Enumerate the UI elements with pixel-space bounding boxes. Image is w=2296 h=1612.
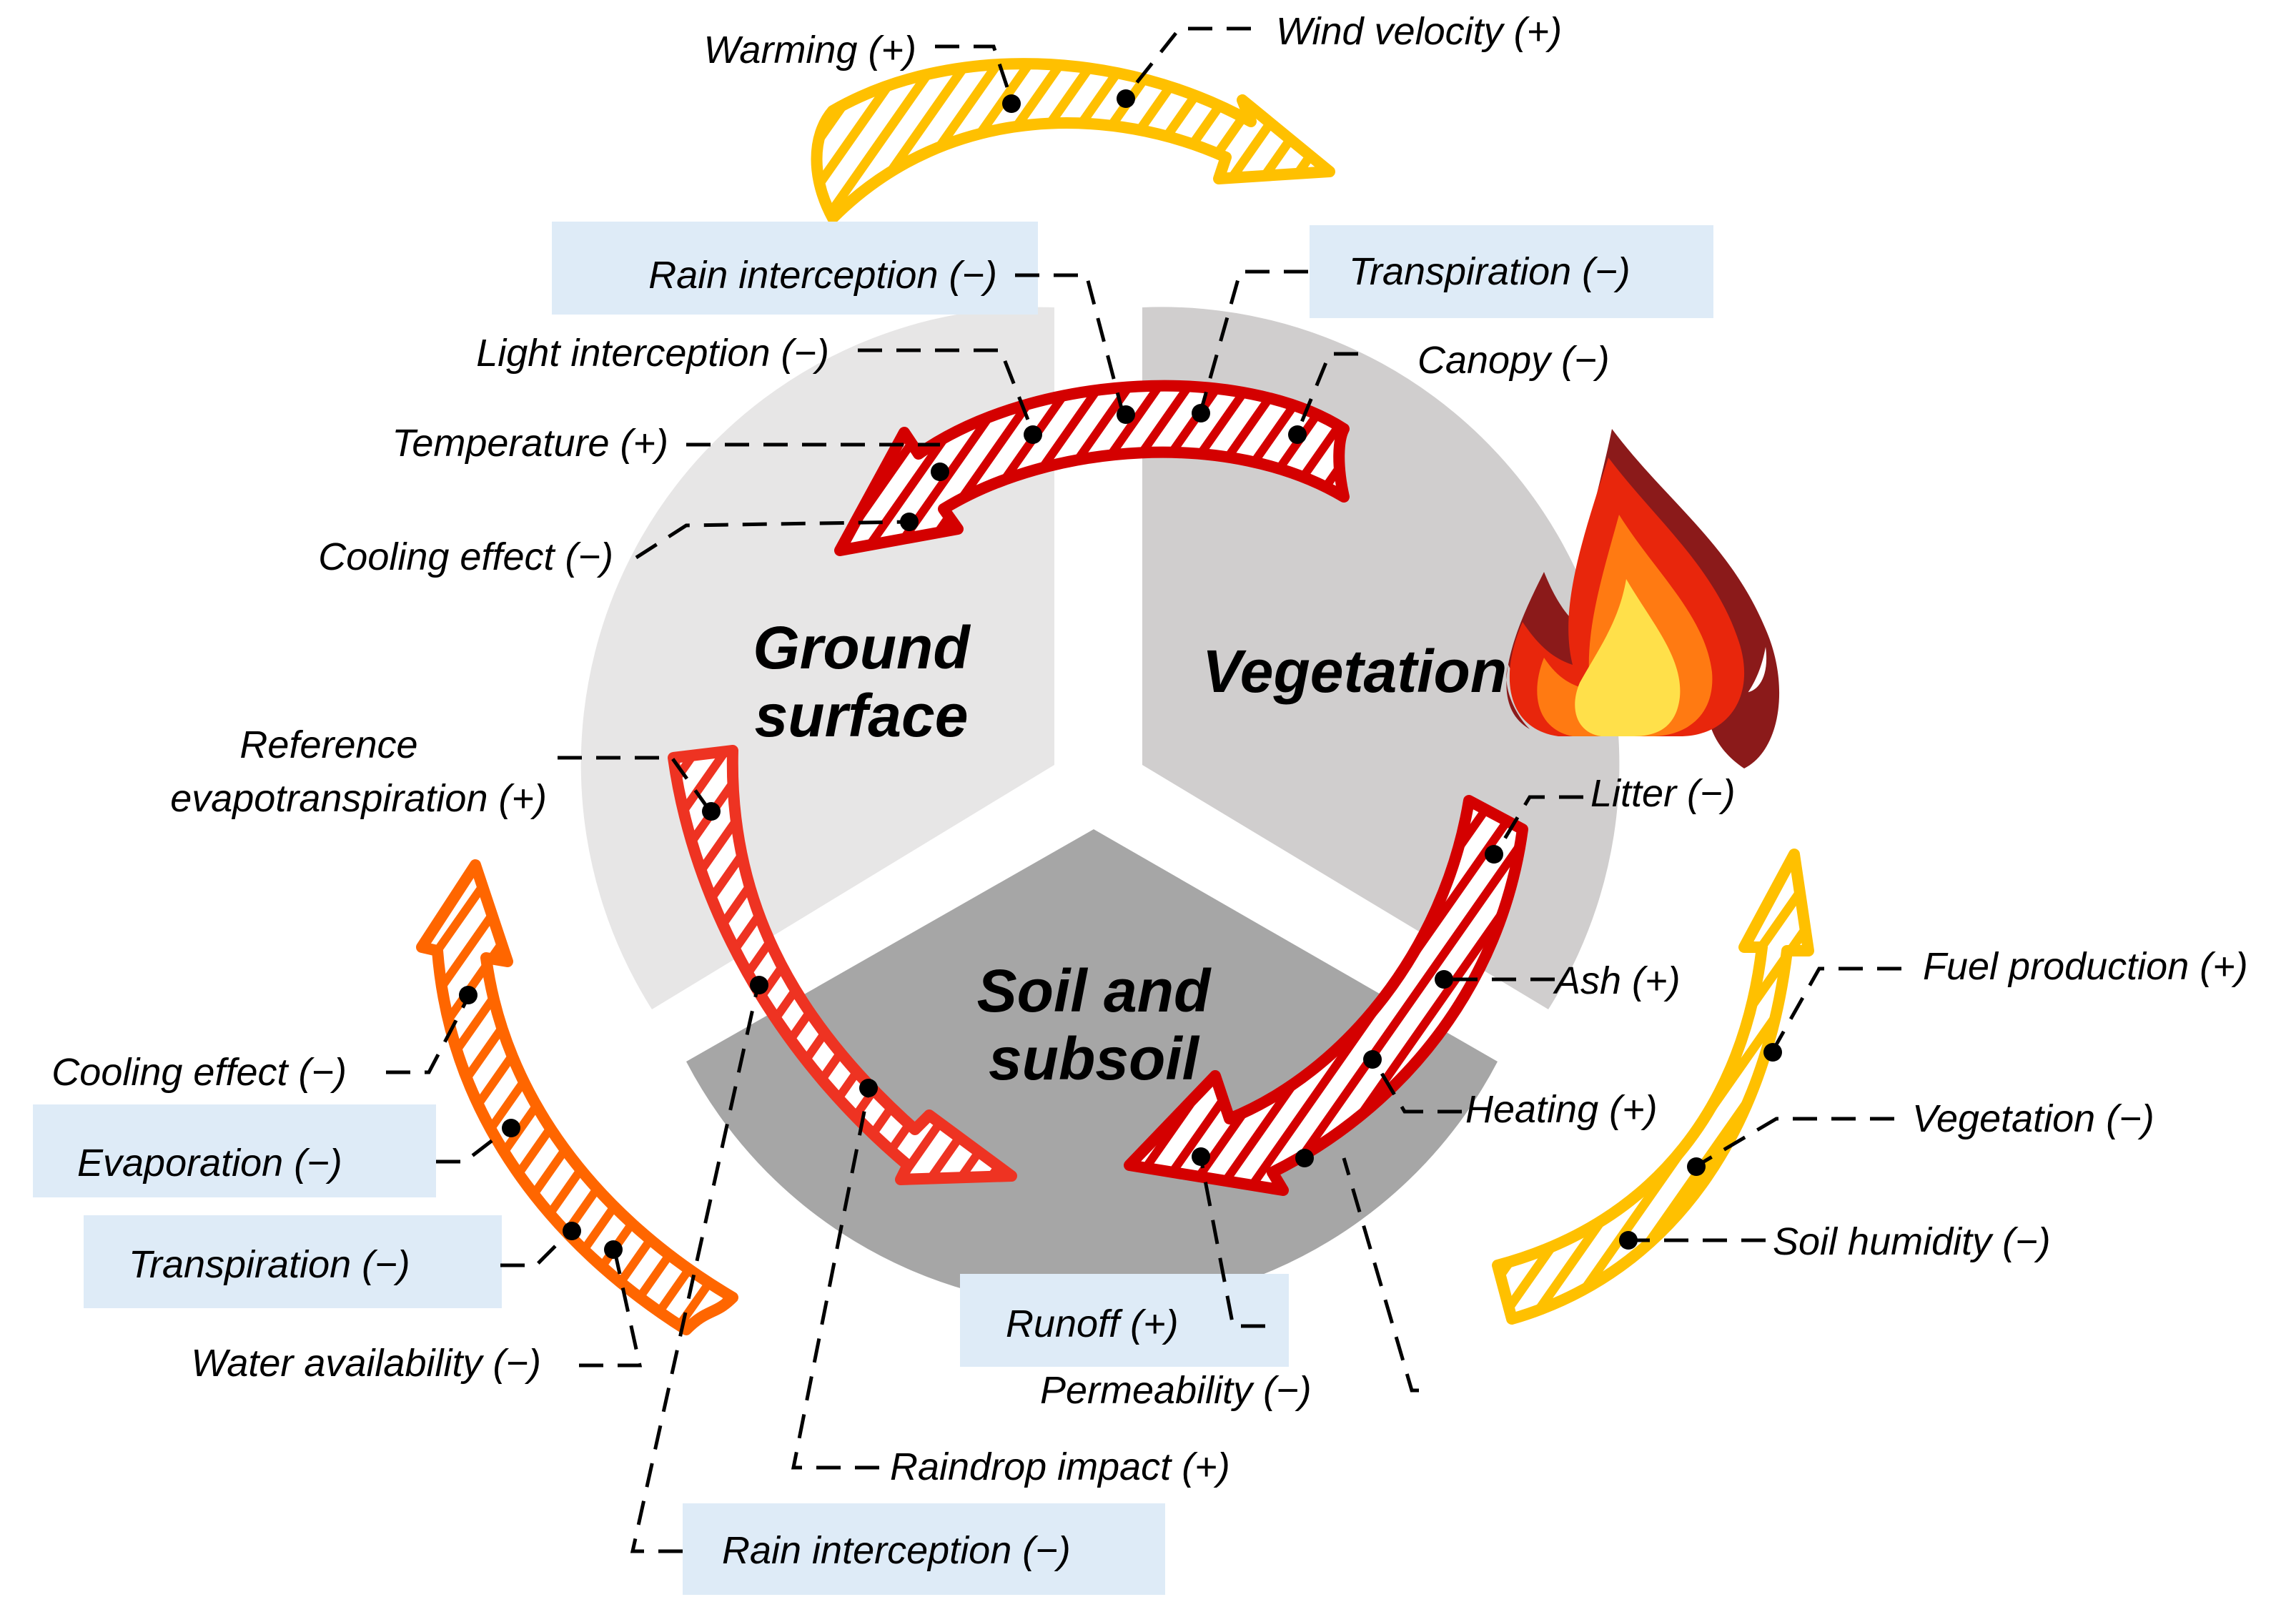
label-runoff: Runoff (+) xyxy=(1006,1302,1179,1345)
vegetation-title: Vegetation xyxy=(1202,638,1507,705)
label-fuel-production: Fuel production (+) xyxy=(1923,945,2248,988)
top-red-arrow xyxy=(834,380,1350,556)
label-soil-humidity: Soil humidity (−) xyxy=(1773,1220,2051,1263)
label-cooling-effect-left: Cooling effect (−) xyxy=(51,1051,347,1094)
fire-icon xyxy=(1506,429,1780,768)
label-warming: Warming (+) xyxy=(703,29,916,71)
label-water-availability: Water availability (−) xyxy=(191,1342,541,1385)
label-transpiration-left: Transpiration (−) xyxy=(129,1243,410,1286)
label-cooling-effect-top: Cooling effect (−) xyxy=(318,535,613,578)
label-heating: Heating (+) xyxy=(1465,1088,1658,1131)
label-litter: Litter (−) xyxy=(1590,772,1736,815)
right-yellow-arrow xyxy=(1492,849,1814,1325)
soil-title-line2: subsoil xyxy=(989,1025,1200,1092)
label-ash: Ash (+) xyxy=(1553,959,1681,1002)
label-light-interception: Light interception (−) xyxy=(476,332,829,375)
left-orange-red-arrow xyxy=(668,745,1017,1185)
label-temperature: Temperature (+) xyxy=(392,422,668,465)
highlight-transpiration-left xyxy=(84,1215,502,1308)
ground-surface-title-line2: surface xyxy=(755,682,969,749)
label-rain-interception-bottom: Rain interception (−) xyxy=(722,1529,1071,1572)
highlight-rain-interception-bottom xyxy=(683,1503,1165,1595)
highlight-evaporation xyxy=(33,1104,436,1197)
highlight-runoff xyxy=(960,1274,1289,1367)
label-permeability: Permeability (−) xyxy=(1040,1369,1312,1412)
right-red-arrow xyxy=(1124,795,1528,1196)
top-yellow-arrow xyxy=(811,58,1335,224)
label-transpiration-top: Transpiration (−) xyxy=(1349,250,1631,293)
label-rain-interception-top: Rain interception (−) xyxy=(648,254,997,297)
label-reference-line1: Reference xyxy=(239,723,417,766)
label-canopy: Canopy (−) xyxy=(1417,339,1610,382)
label-raindrop-impact: Raindrop impact (+) xyxy=(890,1445,1230,1488)
ground-surface-title-line1: Ground xyxy=(753,614,971,681)
label-evaporation: Evaporation (−) xyxy=(77,1142,342,1185)
leader-lines xyxy=(386,26,1901,1553)
sector-soil-subsoil xyxy=(686,829,1498,1308)
label-vegetation-effect: Vegetation (−) xyxy=(1912,1097,2154,1140)
label-wind-velocity: Wind velocity (+) xyxy=(1276,10,1562,53)
highlight-transpiration-top xyxy=(1310,225,1713,318)
label-reference-line2: evapotranspiration (+) xyxy=(170,777,547,820)
soil-title-line1: Soil and xyxy=(977,957,1212,1024)
marker-dots xyxy=(459,89,1782,1259)
highlight-rain-interception-top xyxy=(552,222,1038,315)
